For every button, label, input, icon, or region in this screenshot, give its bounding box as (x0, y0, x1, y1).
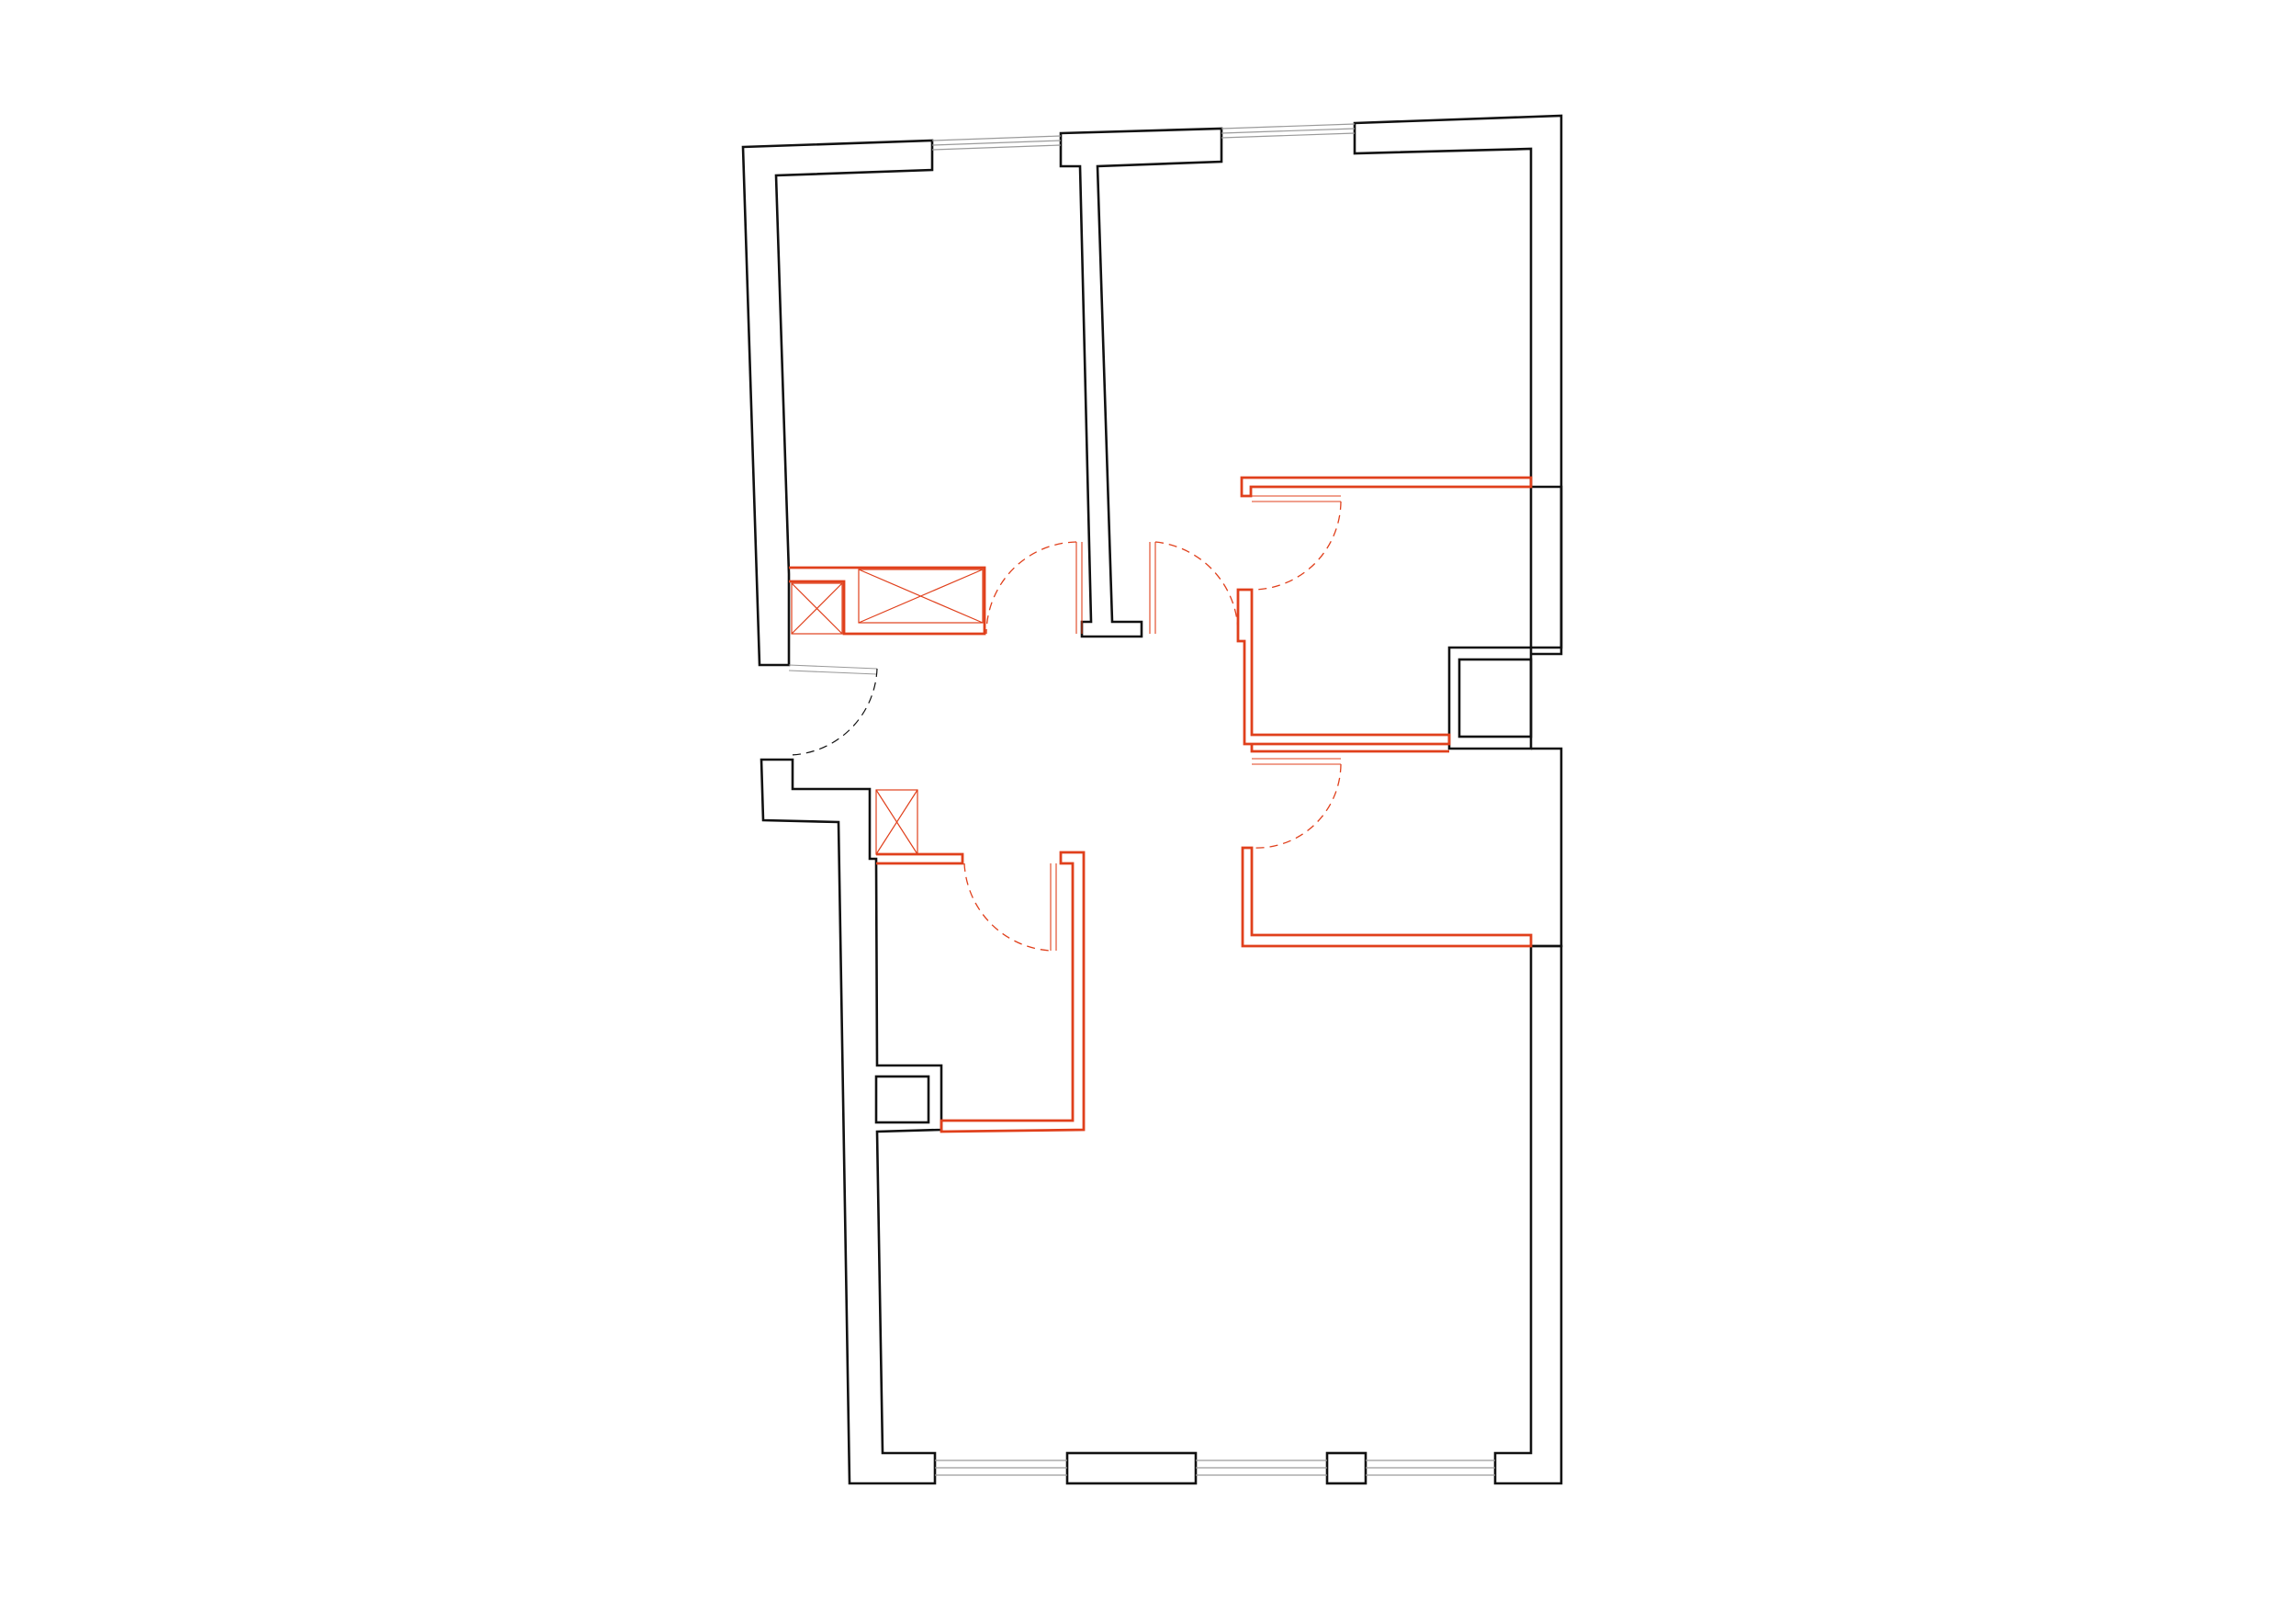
new-wall-room-2 (1241, 846, 1533, 948)
door-leaf-kitchen (1075, 542, 1083, 634)
new-walls (789, 476, 1533, 1133)
outer-wall-east (1353, 114, 1563, 649)
outer-wall-east-mid (1531, 485, 1563, 656)
door-leaf-bathroom (1050, 863, 1057, 951)
column-southwest (874, 1075, 930, 1124)
doors (788, 495, 1342, 952)
new-wall-storage-north (789, 566, 986, 636)
window-south-1 (935, 1460, 1067, 1476)
new-wall-room-1 (1240, 476, 1533, 498)
door-swing-corridor (1154, 541, 1239, 635)
door-leaf-entrance (788, 664, 878, 675)
shaft-east-outline (1447, 646, 1533, 750)
window-north-1 (931, 135, 1062, 151)
existing-walls (741, 114, 1563, 1485)
outer-wall-east-lower (1531, 747, 1563, 948)
party-wall-north (1059, 127, 1223, 638)
window-south-2 (1196, 1460, 1327, 1476)
cabinet-1-cross (791, 582, 843, 635)
window-south-3 (1366, 1460, 1495, 1476)
windows (931, 123, 1495, 1476)
door-swing-room-2 (1251, 763, 1342, 849)
outer-wall-northwest (741, 139, 934, 667)
new-wall-room-1-west (1236, 588, 1451, 746)
shaft-east-core (1458, 658, 1533, 738)
door-swing-bathroom (963, 862, 1052, 952)
pier-south-1 (1065, 1451, 1198, 1485)
door-swing-room-1 (1251, 501, 1342, 591)
door-leaf-room-1 (1252, 495, 1341, 502)
new-wall-room-2-north (1250, 744, 1449, 753)
door-swing-entrance (789, 668, 878, 756)
cabinet-2-cross (858, 569, 984, 624)
pier-south-2 (1325, 1451, 1367, 1485)
new-wall-bathroom (876, 851, 1086, 1133)
door-leaf-corridor (1149, 542, 1156, 634)
window-north-2 (1221, 123, 1356, 139)
cabinet-3-cross (875, 789, 918, 855)
outer-wall-southeast (1493, 944, 1563, 1485)
door-swing-kitchen (985, 541, 1077, 635)
door-leaf-room-2 (1252, 758, 1341, 765)
cabinet-1 (791, 582, 843, 635)
cabinet-2 (858, 569, 984, 624)
